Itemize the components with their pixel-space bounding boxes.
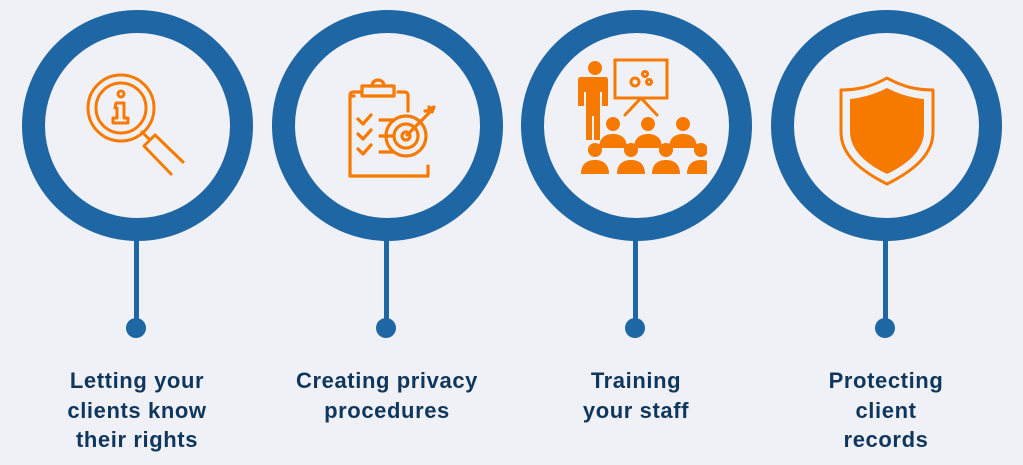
step-ring <box>771 10 1002 241</box>
label-line: Letting your <box>69 368 205 393</box>
label-line: Training <box>590 368 682 393</box>
step-label: Creating privacy procedures <box>262 366 512 425</box>
label-line: records <box>843 427 929 452</box>
label-line: your staff <box>582 397 690 423</box>
connector-line <box>134 240 139 328</box>
label-line: clients know <box>67 397 207 423</box>
connector-dot <box>376 318 396 338</box>
step-letting-clients-know-rights: Letting your clients know their rights <box>12 0 262 465</box>
step-creating-privacy-procedures: Creating privacy procedures <box>262 0 512 465</box>
step-label: Protecting client records <box>761 366 1011 455</box>
label-line: Creating privacy <box>295 368 478 393</box>
shield-icon <box>839 76 934 185</box>
step-training-staff: Training your staff <box>511 0 761 465</box>
step-protecting-client-records: Protecting client records <box>761 0 1011 465</box>
label-line: procedures <box>324 397 450 423</box>
connector-line <box>633 240 638 328</box>
step-label: Letting your clients know their rights <box>12 366 262 455</box>
label-line: client <box>855 397 917 423</box>
connector-line <box>384 240 389 328</box>
magnifier-info-icon <box>86 73 184 175</box>
step-ring <box>272 10 503 241</box>
connector-dot <box>875 318 895 338</box>
training-presentation-icon <box>577 58 707 174</box>
label-line: their rights <box>75 427 199 452</box>
step-label: Training your staff <box>511 366 761 425</box>
connector-line <box>883 240 888 328</box>
step-ring <box>22 10 253 241</box>
clipboard-target-icon <box>347 77 436 178</box>
step-ring <box>521 10 752 241</box>
connector-dot <box>625 318 645 338</box>
label-line: Protecting <box>828 368 944 393</box>
connector-dot <box>126 318 146 338</box>
